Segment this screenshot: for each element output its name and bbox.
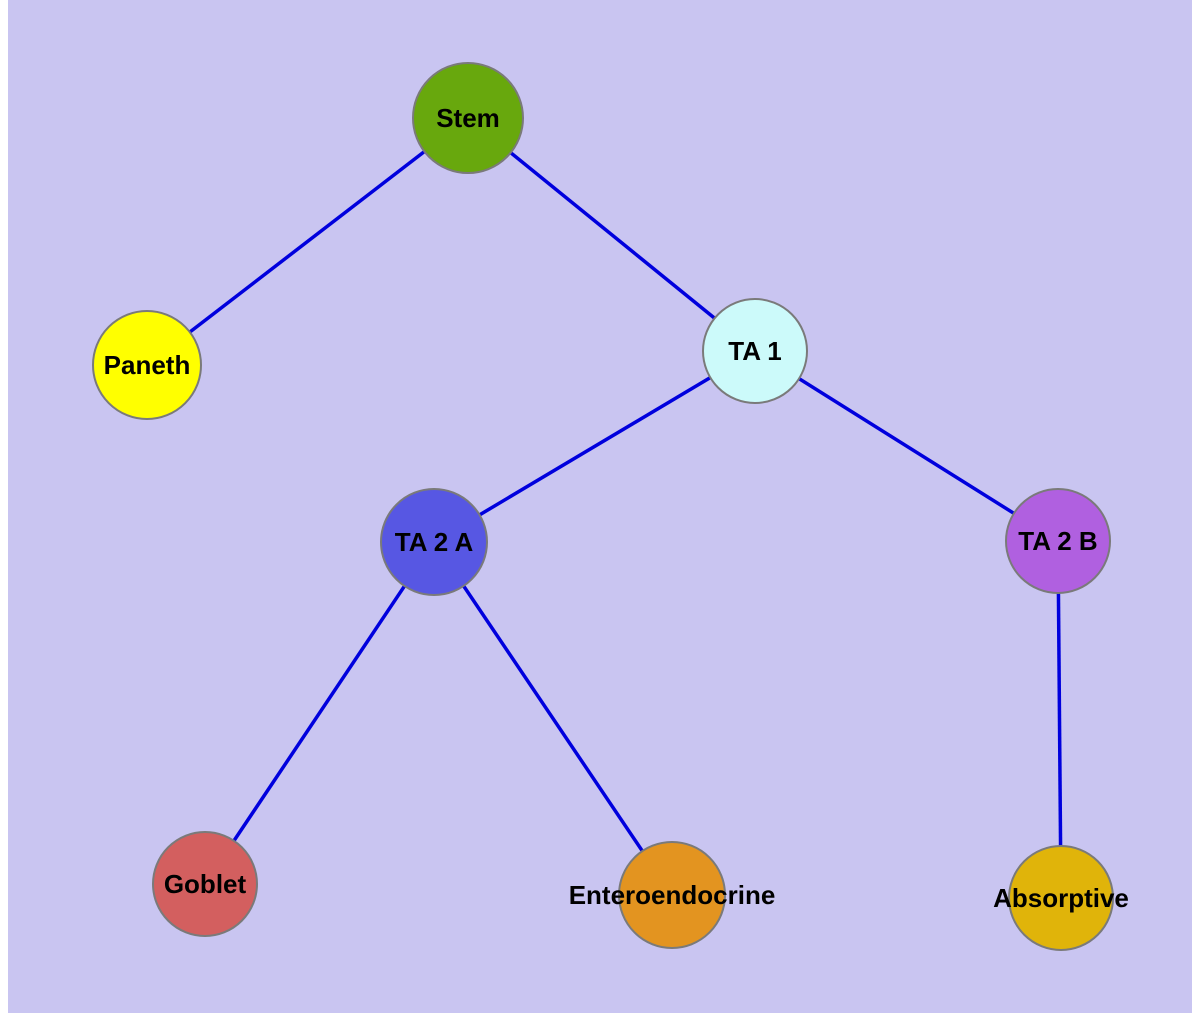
node-paneth: Paneth xyxy=(92,310,202,420)
edge-ta2a-goblet xyxy=(203,541,436,885)
node-ta1-circle xyxy=(702,298,808,404)
edge-ta1-ta2b xyxy=(754,349,1059,543)
node-goblet-circle xyxy=(152,831,258,937)
node-enteroendocrine-circle xyxy=(618,841,726,949)
node-paneth-circle xyxy=(92,310,202,420)
node-stem-circle xyxy=(412,62,524,174)
edge-ta1-ta2a xyxy=(433,349,756,544)
edge-stem-ta1 xyxy=(466,116,757,353)
edge-ta2b-absorptive xyxy=(1056,540,1063,899)
node-stem: Stem xyxy=(412,62,524,174)
edge-ta2a-enteroendocrine xyxy=(432,541,674,896)
node-ta2b-circle xyxy=(1005,488,1111,594)
node-ta2a: TA 2 A xyxy=(380,488,488,596)
node-ta2b: TA 2 B xyxy=(1005,488,1111,594)
node-ta2a-circle xyxy=(380,488,488,596)
edge-stem-paneth xyxy=(145,116,470,367)
node-goblet: Goblet xyxy=(152,831,258,937)
node-ta1: TA 1 xyxy=(702,298,808,404)
edges-layer xyxy=(145,116,1063,899)
node-absorptive-circle xyxy=(1008,845,1114,951)
